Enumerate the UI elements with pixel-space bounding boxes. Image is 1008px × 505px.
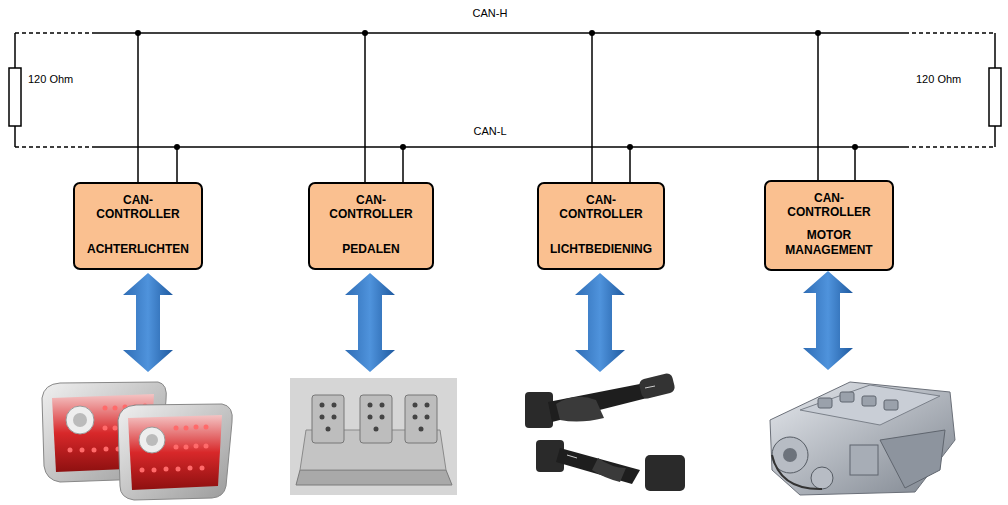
drop-wire <box>137 33 139 183</box>
junction-dots <box>135 30 858 150</box>
drop-wire <box>364 33 366 183</box>
bus-extension <box>15 32 95 34</box>
junction-dot <box>589 30 595 36</box>
pedals-picture <box>290 378 457 495</box>
controller-box: CAN- CONTROLLER PEDALEN <box>308 182 434 270</box>
controller-label: CAN- CONTROLLER <box>787 191 870 220</box>
taillights-picture <box>42 382 232 500</box>
controller-box: CAN- CONTROLLER MOTOR MANAGEMENT <box>764 180 894 271</box>
junction-dot <box>815 30 821 36</box>
function-label: PEDALEN <box>342 242 399 256</box>
engine-picture <box>770 382 955 495</box>
junction-dot <box>135 30 141 36</box>
resistor-value: 120 Ohm <box>28 73 73 86</box>
double-arrow <box>803 271 853 370</box>
can-l-wire <box>95 146 905 148</box>
resistor-value: 120 Ohm <box>916 73 961 86</box>
drop-wire <box>629 147 631 183</box>
junction-dot <box>627 144 633 150</box>
drop-wire <box>591 33 593 183</box>
bus-extension <box>905 32 995 34</box>
junction-dot <box>362 30 368 36</box>
junction-dot <box>400 144 406 150</box>
drop-wire <box>854 147 856 181</box>
junction-dot <box>852 144 858 150</box>
light-stalks-picture <box>525 372 685 491</box>
double-arrow <box>123 273 173 372</box>
function-label: ACHTERLICHTEN <box>87 242 189 256</box>
drop-wire <box>176 147 178 183</box>
bus-extension <box>15 146 95 148</box>
controller-label: CAN- CONTROLLER <box>329 193 412 222</box>
signal-name: CAN-L <box>473 125 506 138</box>
drop-wire <box>817 33 819 181</box>
double-arrow <box>575 273 625 372</box>
can-h-wire <box>95 32 905 34</box>
junction-dot <box>174 144 180 150</box>
controller-box: CAN- CONTROLLER ACHTERLICHTEN <box>73 182 203 270</box>
resistor-symbol <box>989 68 1001 126</box>
data-arrows <box>123 271 853 372</box>
double-arrow <box>345 273 395 372</box>
controller-label: CAN- CONTROLLER <box>559 193 642 222</box>
drop-wire <box>402 147 404 183</box>
bus-extension <box>905 146 995 148</box>
resistor-symbol <box>9 68 21 126</box>
bus-wires <box>15 33 995 183</box>
controller-label: CAN- CONTROLLER <box>96 193 179 222</box>
signal-name: CAN-H <box>473 7 508 20</box>
taillight <box>118 404 232 500</box>
function-label: LICHTBEDIENING <box>550 242 652 256</box>
controller-box: CAN- CONTROLLER LICHTBEDIENING <box>537 182 665 270</box>
function-label: MOTOR MANAGEMENT <box>785 228 872 257</box>
